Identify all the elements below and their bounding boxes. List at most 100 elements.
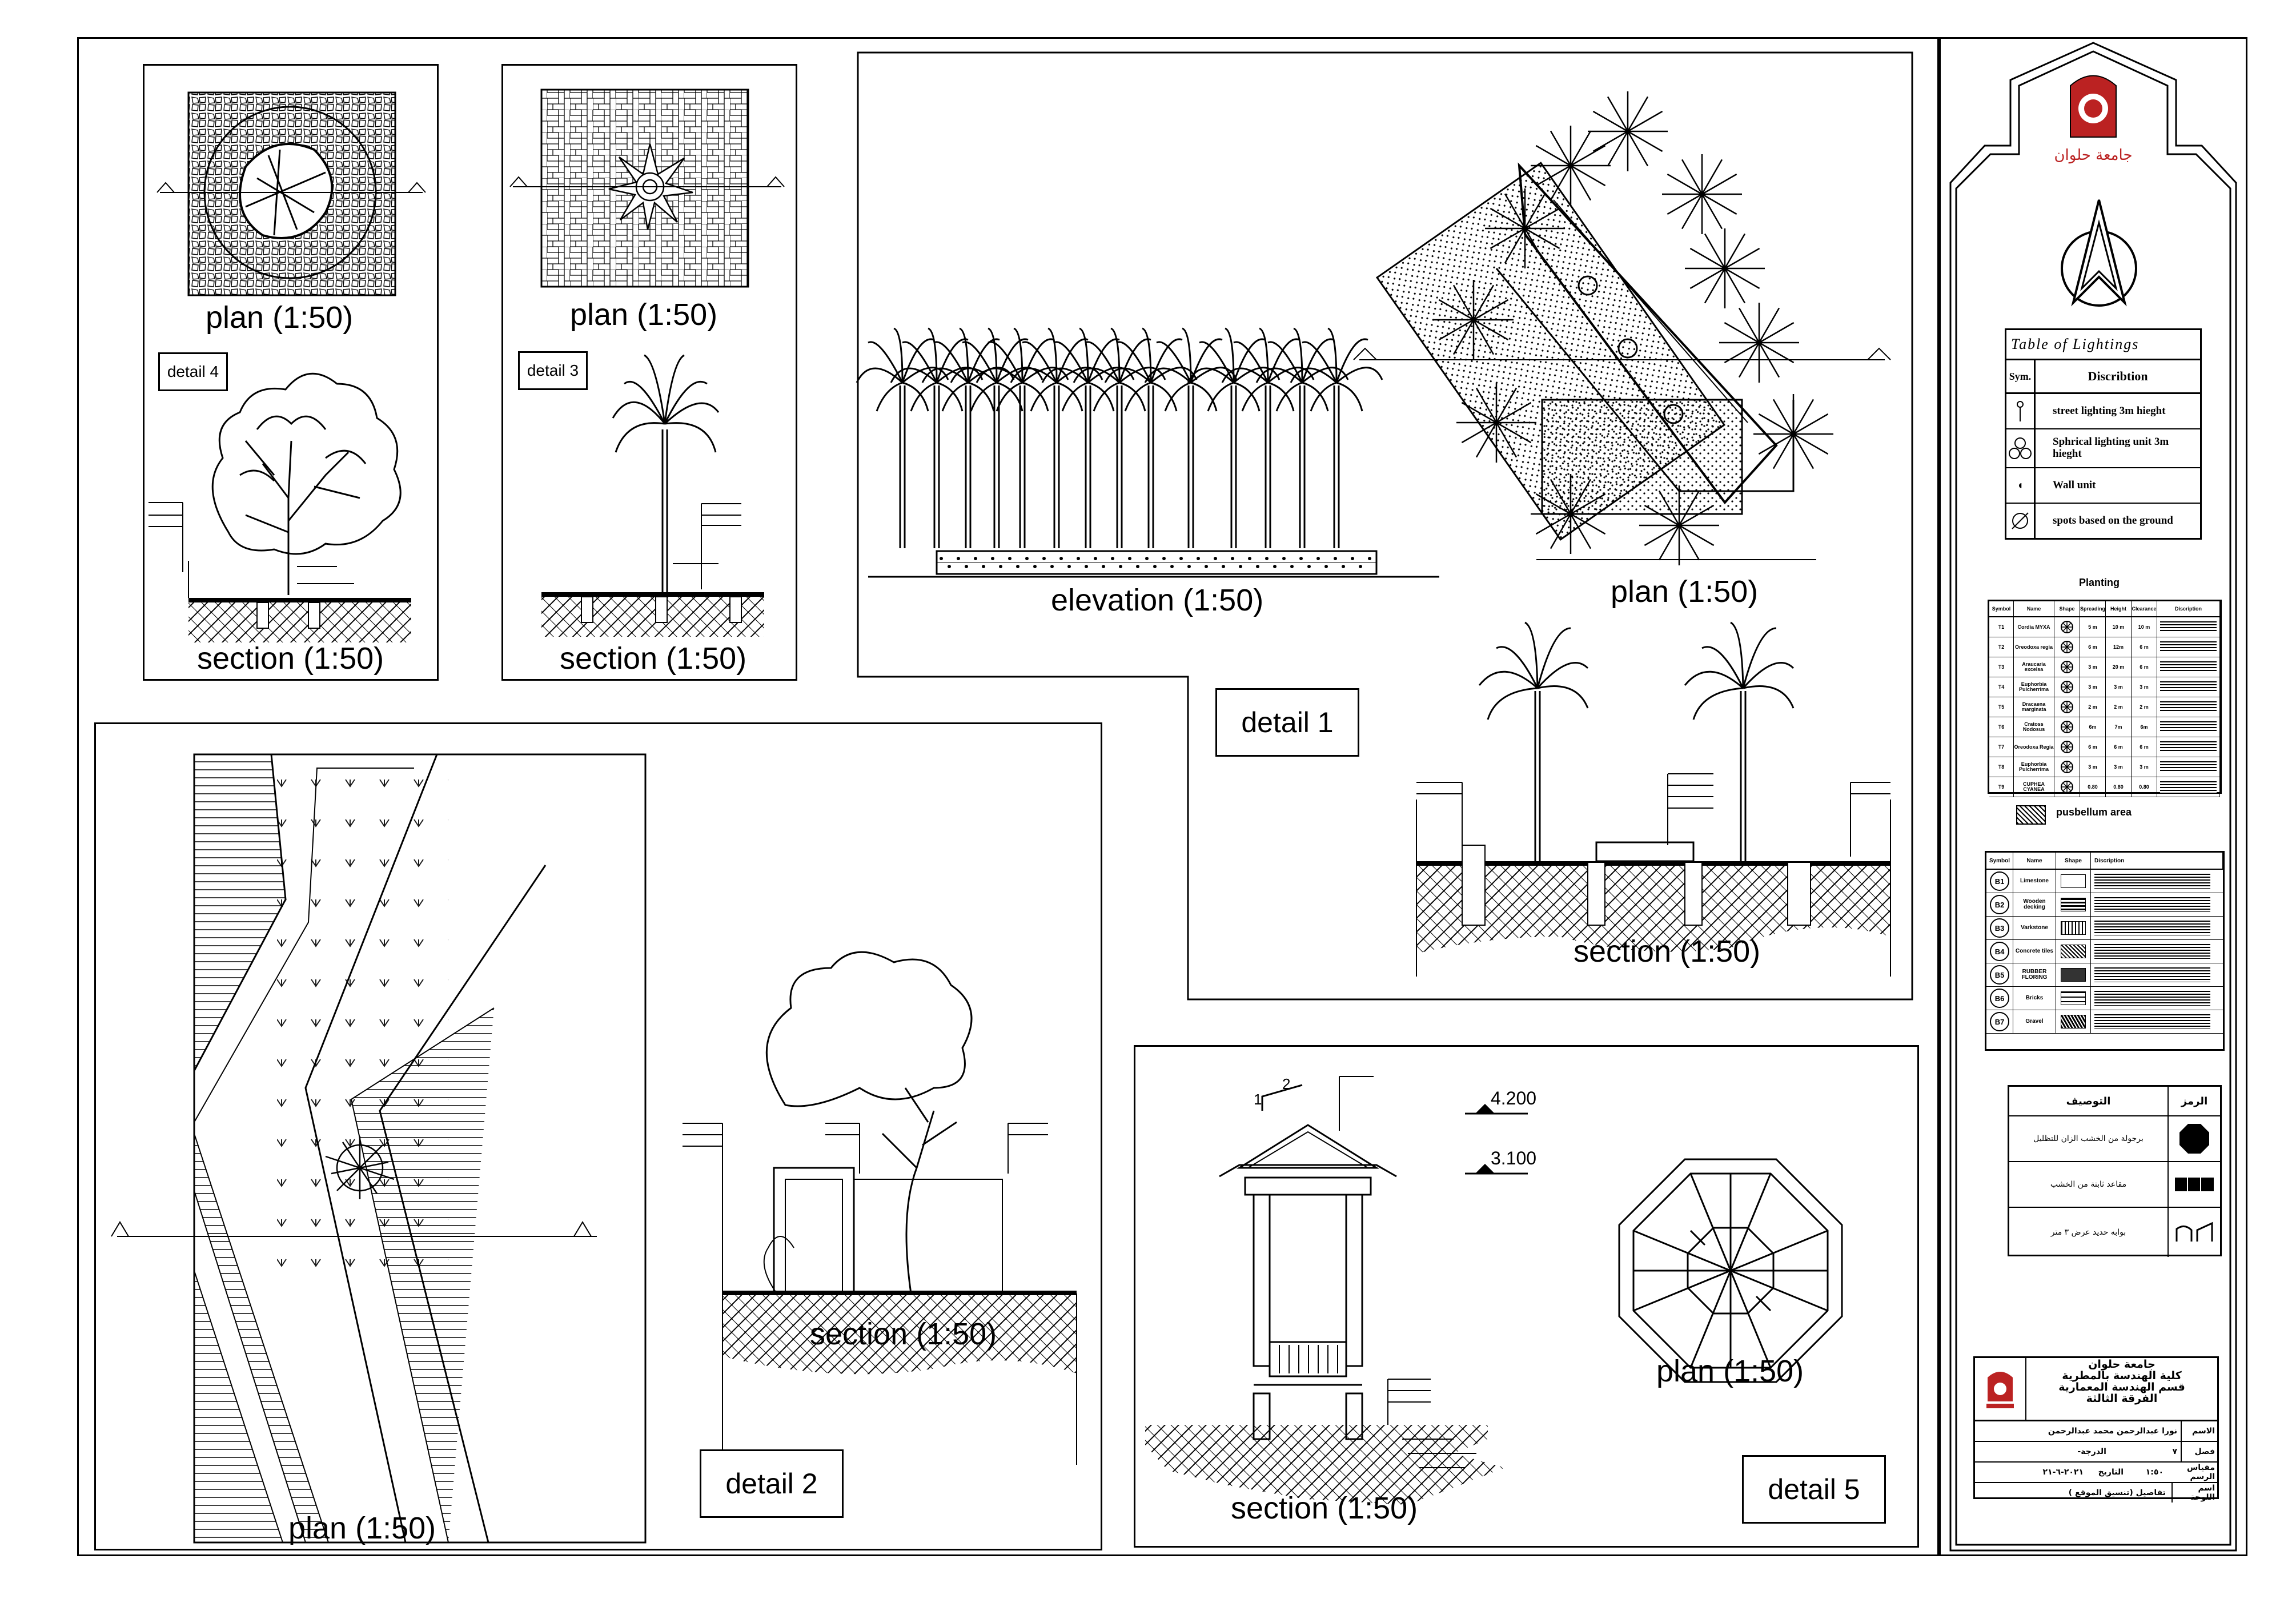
planting-desc-cell: [2157, 657, 2220, 677]
planting-cell: 6 m: [2080, 637, 2106, 657]
elevation-palm-trunk: [1053, 385, 1060, 548]
lighting-col-desc: Discribtion: [2088, 369, 2148, 383]
symbol-legend: التوصيف الرمز برجولة من الخشب الزان للتظ…: [2008, 1085, 2222, 1257]
materials-shape: [2056, 940, 2091, 963]
planting-shape-icon: [2054, 697, 2080, 717]
scale-value: ١:٥٠: [2145, 1468, 2163, 1477]
title-block-logo: [1975, 1358, 2026, 1420]
detail-1-plan-drawing: [1353, 91, 1891, 565]
detail-1-elevation-label: elevation (1:50): [1051, 583, 1264, 617]
materials-desc: [2091, 940, 2223, 963]
detail-3-section-label: section (1:50): [560, 641, 747, 676]
detail-2-plan-drawing: [111, 753, 1077, 1544]
planting-cell: 12m: [2106, 637, 2132, 657]
planting-cell: 2 m: [2106, 697, 2132, 717]
planting-cell: T8: [1989, 757, 2014, 777]
planting-header-cell: Spreading: [2080, 601, 2106, 616]
materials-name: Concrete tiles: [2013, 940, 2056, 963]
detail-1-plan-label: plan (1:50): [1611, 575, 1759, 609]
materials-shape: [2056, 963, 2091, 986]
detail-5-plan-label: plan (1:50): [1656, 1354, 1804, 1388]
class-label: فصل: [2181, 1442, 2217, 1461]
plan-palm-symbol: [1685, 228, 1765, 308]
materials-symbol: B6: [1986, 987, 2013, 1010]
planting-cell: 3 m: [2132, 677, 2157, 697]
planting-desc-cell: [2157, 697, 2220, 717]
plan-palm-symbol: [1662, 154, 1742, 234]
elevation-palm-trunk: [1116, 385, 1123, 548]
elevation-palm-crown: [1187, 327, 1281, 412]
detail-1-section-drawing: [1416, 621, 1891, 977]
planting-cell: CUPHEA CYANEA: [2014, 777, 2054, 797]
sheet-label: اسم اللوحة: [2171, 1483, 2217, 1503]
planting-cell: 6 m: [2132, 737, 2157, 757]
planting-cell: Oreodoxa regia: [2014, 637, 2054, 657]
planting-desc-cell: [2157, 757, 2220, 777]
title-strip-border: [1939, 37, 2247, 1556]
materials-shape: [2056, 987, 2091, 1010]
planting-shape-icon: [2054, 757, 2080, 777]
planting-cell: T4: [1989, 677, 2014, 697]
planting-cell: 3 m: [2080, 677, 2106, 697]
lighting-row-1-desc: street lighting 3m hieght: [2053, 405, 2166, 417]
legend-row-1-desc: برجولة من الخشب الزان للتظليل: [2009, 1116, 2169, 1161]
materials-symbol: B4: [1986, 940, 2013, 963]
detail-3-tag: detail 3: [518, 351, 588, 390]
university-logo: جامعة حلوان: [2054, 75, 2133, 164]
materials-symbol: B2: [1986, 893, 2013, 916]
legend-col-symbol: الرمز: [2181, 1095, 2208, 1107]
elevation-palm-crown: [1073, 327, 1166, 412]
plan-palm-symbol: [1531, 474, 1611, 554]
lighting-row-3-desc: Wall unit: [2053, 479, 2096, 491]
planting-cell: T5: [1989, 697, 2014, 717]
planting-cell: T3: [1989, 657, 2014, 677]
elevation-palm-crown: [1010, 327, 1103, 412]
plan-palm-symbol: [1485, 188, 1565, 268]
planting-header-cell: Name: [2014, 601, 2054, 616]
planting-cell: 0.80: [2080, 777, 2106, 797]
planting-desc-cell: [2157, 777, 2220, 797]
planting-cell: 3 m: [2106, 757, 2132, 777]
planting-cell: 10 m: [2106, 617, 2132, 637]
materials-shape: [2056, 870, 2091, 893]
materials-name: Varkstone: [2013, 917, 2056, 939]
materials-header-cell: Symbol: [1986, 853, 2013, 869]
elevation-palm-crown: [976, 327, 1069, 412]
planting-desc-cell: [2157, 617, 2220, 637]
name-label: الاسم: [2181, 1421, 2217, 1441]
grade-value: -: [2077, 1447, 2081, 1456]
planting-header-cell: Height: [2106, 601, 2132, 616]
detail-2-section-label: section (1:50): [810, 1317, 997, 1351]
university-line-4: الفرقة الثالثة: [2086, 1392, 2158, 1405]
elevation-palm-crown: [1144, 327, 1238, 412]
materials-symbol: B5: [1986, 963, 2013, 986]
planting-cell: 20 m: [2106, 657, 2132, 677]
detail-5-level-mid: 3.100: [1491, 1148, 1537, 1168]
elevation-palm-crown: [1104, 327, 1198, 412]
ground-spot-icon: [2006, 504, 2036, 538]
detail-4-plan-drawing: [148, 91, 426, 642]
elevation-palm-crown: [1255, 327, 1349, 412]
name-value: نورا عبدالرحمن محمد عبدالرحمن: [2048, 1427, 2177, 1436]
materials-header-cell: Name: [2013, 853, 2056, 869]
materials-shape: [2056, 917, 2091, 939]
materials-symbol: B1: [1986, 870, 2013, 893]
planting-cell: T2: [1989, 637, 2014, 657]
materials-name: RUBBER FLORING: [2013, 963, 2056, 986]
elevation-palm-trunk: [1333, 385, 1340, 548]
pergola-symbol-icon: [2169, 1116, 2220, 1161]
elevation-palm-crown: [950, 327, 1043, 412]
detail-3-plan-label: plan (1:50): [570, 298, 718, 332]
planting-shape-icon: [2054, 637, 2080, 657]
north-arrow-icon: [2061, 199, 2137, 307]
